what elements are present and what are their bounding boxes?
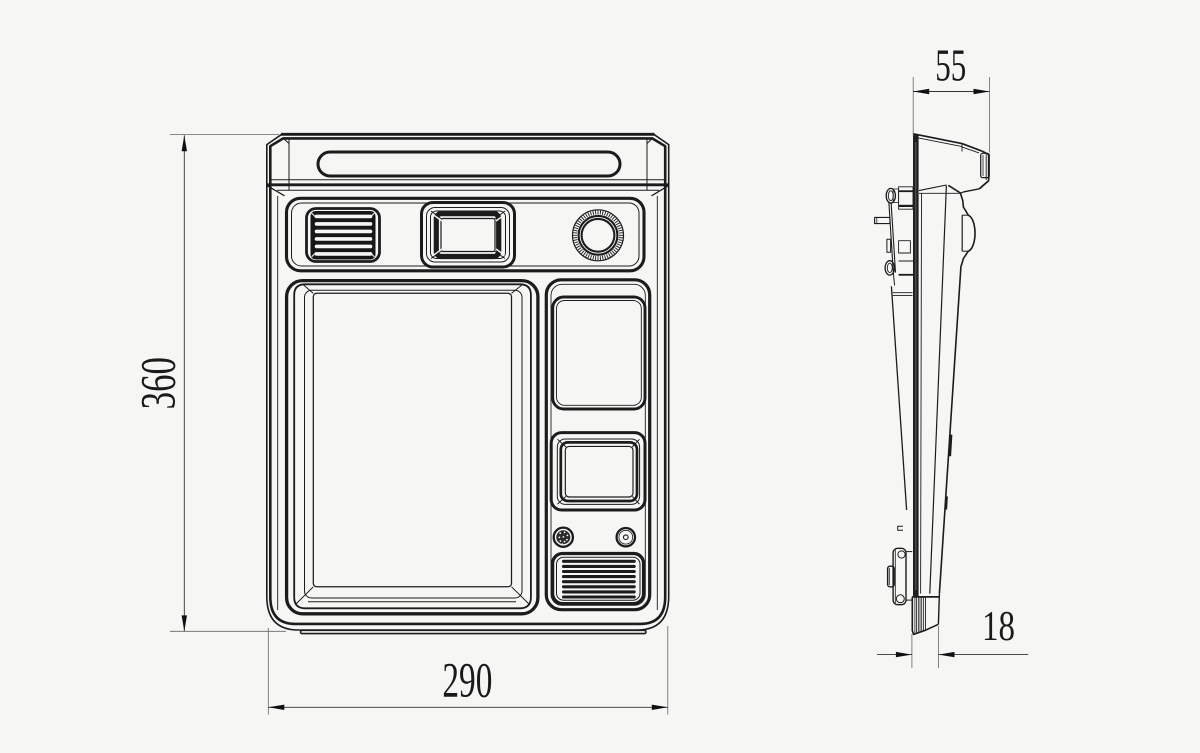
svg-text:18: 18 — [982, 604, 1015, 650]
svg-text:290: 290 — [442, 653, 492, 708]
svg-text:55: 55 — [935, 40, 966, 91]
svg-text:360: 360 — [131, 357, 186, 409]
